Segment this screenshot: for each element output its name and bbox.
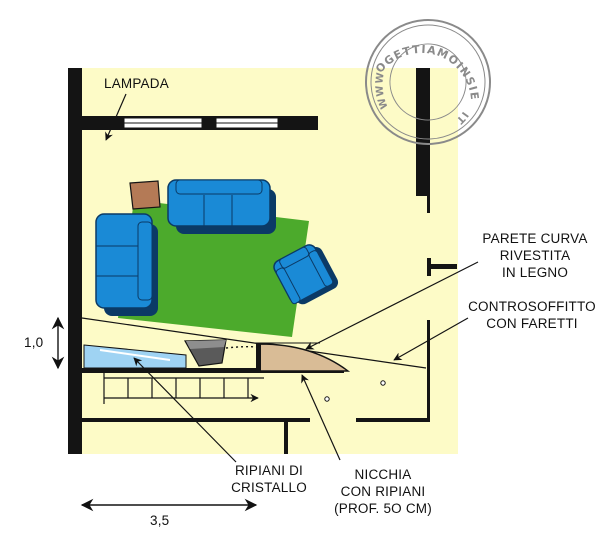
label-niche: NICCHIA CON RIPIANI (PROF. 5O CM) xyxy=(318,466,448,517)
label-false-ceiling-line-2: CON FARETTI xyxy=(486,316,578,331)
label-niche-line-3: (PROF. 5O CM) xyxy=(334,501,432,516)
label-curved-wall: PARETE CURVA RIVESTITA IN LEGNO xyxy=(470,230,600,281)
label-curved-wall-line-3: IN LEGNO xyxy=(501,265,569,280)
sofa-left xyxy=(95,213,158,316)
label-curved-wall-line-1: PARETE CURVA xyxy=(482,231,588,246)
stair-top-line xyxy=(82,368,344,373)
window xyxy=(123,117,279,129)
label-glass-shelves-line-2: CRISTALLO xyxy=(231,480,307,495)
label-false-ceiling: CONTROSOFFITTO CON FARETTI xyxy=(462,298,602,332)
rug xyxy=(118,200,309,337)
width-dimension-text: 3,5 xyxy=(150,513,170,528)
curved-wall-leader xyxy=(305,261,479,350)
height-dimension-label: 1,0 xyxy=(24,334,43,351)
label-glass-shelves-line-1: RIPIANI DI xyxy=(234,463,303,478)
left-wall xyxy=(68,68,82,454)
glass-shelves-leader xyxy=(133,357,237,463)
label-lamp: LAMPADA xyxy=(104,75,169,92)
bottom-wall-right xyxy=(356,418,430,422)
niche-pillar xyxy=(256,343,261,371)
niche-leader xyxy=(301,374,341,461)
leaders xyxy=(105,93,479,463)
right-wall-stub xyxy=(427,185,430,213)
label-glass-shelves: RIPIANI DI CRISTALLO xyxy=(214,462,324,496)
lamp-leader xyxy=(105,93,127,141)
height-dimension-text: 1,0 xyxy=(24,335,44,350)
curved-wood-wall xyxy=(259,343,351,372)
bottom-wall-stub xyxy=(284,418,288,454)
width-dimension-label: 3,5 xyxy=(150,512,169,529)
svg-text:IT: IT xyxy=(452,108,471,128)
false-ceiling-line xyxy=(81,317,427,369)
label-niche-line-2: CON RIPIANI xyxy=(340,484,426,499)
side-table xyxy=(129,180,161,210)
right-wall-upper xyxy=(416,68,430,196)
stairs xyxy=(103,373,264,404)
right-wall-lower xyxy=(427,320,430,420)
label-niche-line-1: NICCHIA xyxy=(354,467,412,482)
sofa-top xyxy=(167,179,276,234)
partition-t xyxy=(427,264,457,269)
armchair xyxy=(273,244,339,305)
stamp-right-text: IT xyxy=(452,108,471,128)
false-ceiling-leader xyxy=(393,317,469,361)
decor-bowl-top xyxy=(186,340,226,349)
label-curved-wall-line-2: RIVESTITA xyxy=(499,248,571,263)
label-false-ceiling-line-1: CONTROSOFFITTO xyxy=(468,299,596,314)
watermark-stamp: PROGETTIAMOINSIEME WWW IT xyxy=(358,12,498,145)
label-lamp-text: LAMPADA xyxy=(104,76,169,91)
bottom-wall-left xyxy=(82,418,310,422)
glass-shine xyxy=(99,349,171,361)
partition-t-stem xyxy=(427,258,431,276)
